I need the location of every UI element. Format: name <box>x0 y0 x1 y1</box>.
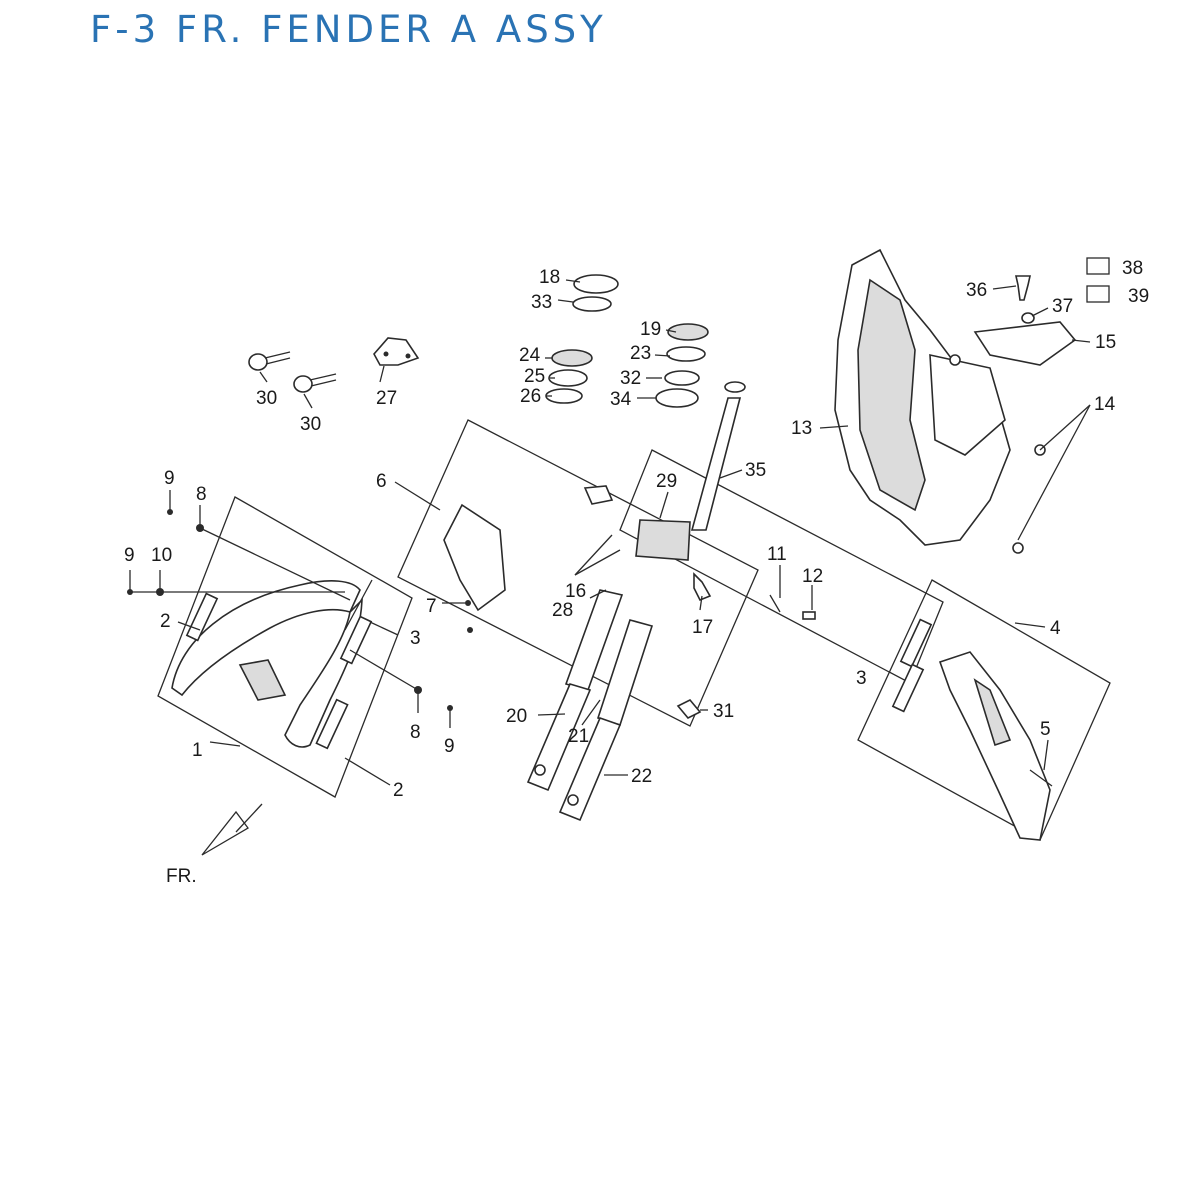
callout-21: 21 <box>568 726 589 747</box>
callout-32: 32 <box>620 368 641 389</box>
callout-14: 14 <box>1094 394 1116 415</box>
callout-10: 10 <box>151 545 172 566</box>
callout-20: 20 <box>506 706 527 727</box>
callout-13: 13 <box>791 418 812 439</box>
screw-part-30a <box>248 351 291 371</box>
callout-30b: 30 <box>300 414 321 435</box>
callout-1: 1 <box>192 740 203 761</box>
callout-4: 4 <box>1050 618 1061 639</box>
callout-7: 7 <box>426 596 437 617</box>
page-title: F-3 FR. FENDER A ASSY <box>90 8 607 51</box>
callout-39: 39 <box>1128 286 1149 307</box>
callout-12: 12 <box>802 566 823 587</box>
callout-29: 29 <box>656 471 677 492</box>
callout-35: 35 <box>745 460 766 481</box>
callout-9c: 9 <box>444 736 455 757</box>
front-fender-assembly-frame <box>157 496 413 798</box>
callout-5: 5 <box>1040 719 1051 740</box>
front-direction-arrow-icon <box>201 803 263 856</box>
callout-38: 38 <box>1122 258 1143 279</box>
callout-9a: 9 <box>164 468 175 489</box>
callout-19: 19 <box>640 319 661 340</box>
callout-33: 33 <box>531 292 552 313</box>
callout-27: 27 <box>376 388 397 409</box>
bracket-part-27 <box>373 337 420 366</box>
callout-18: 18 <box>539 267 560 288</box>
small-clip-parts <box>583 485 816 719</box>
callout-22: 22 <box>631 766 652 787</box>
handle-bracket-part-6 <box>443 503 506 633</box>
leader-lines <box>177 279 1091 786</box>
callout-30a: 30 <box>256 388 277 409</box>
callout-labels: 1 2 2 3 3 4 5 6 7 8 8 9 9 9 10 11 12 13 … <box>124 258 1149 887</box>
callout-6: 6 <box>376 471 387 492</box>
front-fender-part <box>171 579 373 750</box>
callout-26: 26 <box>520 386 541 407</box>
callout-8b: 8 <box>410 722 421 743</box>
callout-3b: 3 <box>856 668 867 689</box>
callout-2b: 2 <box>393 780 404 801</box>
direction-label: FR. <box>166 866 197 887</box>
callout-8a: 8 <box>196 484 207 505</box>
legend-box-39 <box>1086 285 1110 303</box>
steering-stem <box>635 381 746 561</box>
callout-28: 28 <box>552 600 573 621</box>
callout-37: 37 <box>1052 296 1073 317</box>
legend-box-38 <box>1086 257 1110 275</box>
callout-9b: 9 <box>124 545 135 566</box>
fork-assembly-frame <box>397 419 759 727</box>
rear-fender-part <box>891 618 1053 841</box>
leg-shield-part <box>834 248 1077 554</box>
callout-36: 36 <box>966 280 987 301</box>
headset-rings <box>545 274 709 408</box>
callout-24: 24 <box>519 345 541 366</box>
callout-3a: 3 <box>410 628 421 649</box>
screw-part-30b <box>293 373 337 393</box>
callout-23: 23 <box>630 343 651 364</box>
callout-34: 34 <box>610 389 632 410</box>
callout-25: 25 <box>524 366 545 387</box>
fender-bolts <box>127 490 453 728</box>
callout-15: 15 <box>1095 332 1116 353</box>
fork-tubes <box>526 589 654 822</box>
callout-31: 31 <box>713 701 734 722</box>
callout-17: 17 <box>692 617 713 638</box>
callout-16: 16 <box>565 581 586 602</box>
callout-2a: 2 <box>160 611 171 632</box>
callout-11: 11 <box>767 544 787 565</box>
